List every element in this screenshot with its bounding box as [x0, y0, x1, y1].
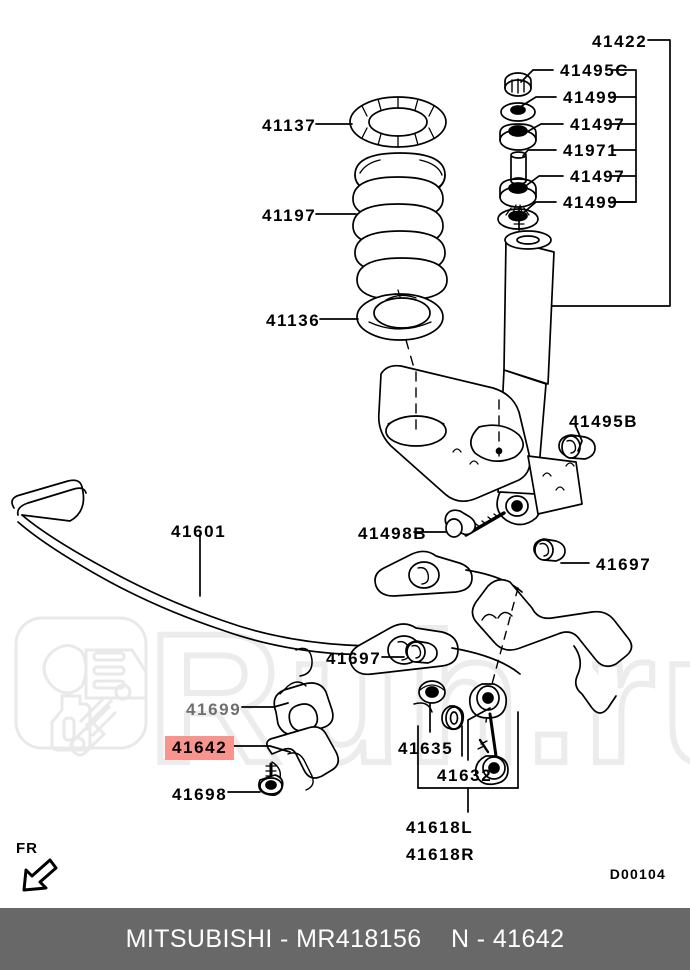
footer-catalog-text: MITSUBISHI - MR418156 N - 41642 — [125, 924, 565, 953]
part-label-41495c: 41495C — [560, 61, 630, 80]
part-label-41495b: 41495B — [569, 412, 639, 431]
part-label-41618l: 41618L — [406, 818, 474, 837]
diagram-canvas: Ruh.ru — [11, 39, 690, 813]
part-label-41137: 41137 — [262, 116, 317, 135]
fr-label: FR — [16, 840, 38, 857]
part-41618-stabilizer-link — [468, 683, 509, 786]
part-label-41635: 41635 — [398, 739, 454, 758]
part-upper-lateral-arm — [374, 550, 523, 597]
part-41495c-nut — [504, 72, 532, 97]
part-41699-bushing — [273, 681, 334, 736]
part-41697-upper-nut — [533, 538, 566, 562]
part-label-41497: 41497 — [570, 167, 626, 186]
part-label-41601: 41601 — [171, 522, 227, 541]
part-41197-coil-spring — [352, 152, 448, 301]
fr-arrow-icon — [22, 858, 58, 892]
part-label-41422: 41422 — [592, 32, 648, 51]
part-41601-stabilizer-bar — [11, 479, 433, 713]
part-label-41197: 41197 — [262, 206, 317, 225]
part-knuckle-carrier — [471, 578, 633, 714]
footer-bar: MITSUBISHI - MR418156 N - 41642 — [0, 908, 690, 970]
part-41137-upper-spring-seat — [349, 96, 447, 148]
part-label-41697: 41697 — [596, 555, 652, 574]
part-label-41497: 41497 — [570, 115, 626, 134]
part-41971-spacer — [510, 151, 527, 185]
part-41497-upper-cushion — [499, 123, 537, 151]
part-label-41698: 41698 — [172, 785, 228, 804]
part-label-41136: 41136 — [266, 311, 321, 330]
diagram-line-art — [11, 39, 671, 813]
part-label-41697: 41697 — [326, 649, 382, 668]
part-label-41499: 41499 — [563, 88, 619, 107]
part-41498b-bolt — [444, 509, 506, 538]
part-41495b-nut — [558, 434, 596, 460]
part-label-41632: 41632 — [437, 766, 493, 785]
part-41697-lower-nut — [405, 640, 438, 664]
drawing-code: D00104 — [609, 866, 666, 882]
part-41497-lower-cushion — [499, 178, 537, 208]
part-label-41618r: 41618R — [406, 845, 476, 864]
part-label-41971: 41971 — [563, 141, 619, 160]
part-lower-control-arm — [377, 364, 583, 515]
part-label-41498b: 41498B — [358, 524, 428, 543]
part-label-41642: 41642 — [165, 736, 235, 760]
part-label-41699: 41699 — [186, 700, 242, 719]
part-label-41499: 41499 — [563, 193, 619, 212]
fr-direction-marker: FR — [16, 840, 58, 897]
part-41642-bracket — [266, 726, 340, 791]
part-41136-lower-spring-seat — [356, 289, 444, 341]
part-41499-lower-washer — [497, 204, 539, 230]
part-41632-bushing — [441, 705, 465, 731]
part-41698-bolt — [258, 762, 284, 796]
part-41499-upper-washer — [500, 102, 536, 122]
part-41635-washer — [418, 680, 446, 704]
